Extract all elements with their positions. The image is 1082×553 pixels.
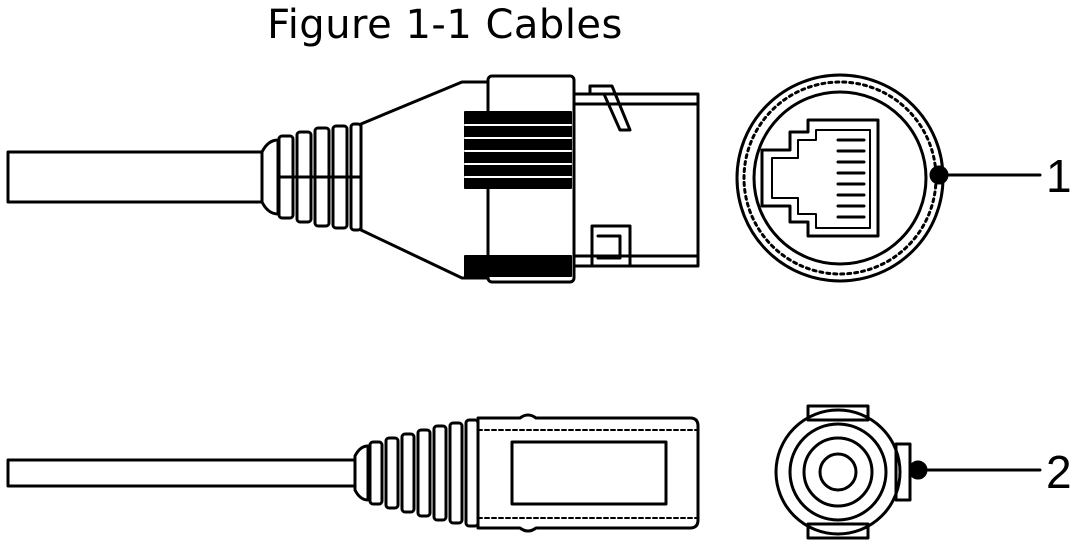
callout-2-number: 2 <box>1046 446 1072 498</box>
power-strain-relief <box>353 418 480 528</box>
network-latch-top <box>588 84 632 132</box>
power-cable-wire <box>6 458 357 488</box>
network-cable-wire <box>6 150 264 204</box>
rj45-contacts <box>836 138 866 219</box>
network-threads <box>464 111 572 277</box>
rj45-port-end-view <box>735 73 1042 283</box>
network-latch-bottom <box>590 224 632 268</box>
power-cable-connector <box>6 413 700 533</box>
power-label-window <box>510 440 668 506</box>
network-cable-connector <box>6 74 700 284</box>
network-front-body <box>572 92 700 268</box>
network-strain-relief <box>260 122 363 232</box>
callout-1-number: 1 <box>1046 150 1072 202</box>
dc-jack-end-view <box>774 404 1042 540</box>
power-housing <box>476 413 700 533</box>
figure-title: Figure 1-1 Cables <box>267 2 623 48</box>
rj45-socket <box>760 118 880 238</box>
